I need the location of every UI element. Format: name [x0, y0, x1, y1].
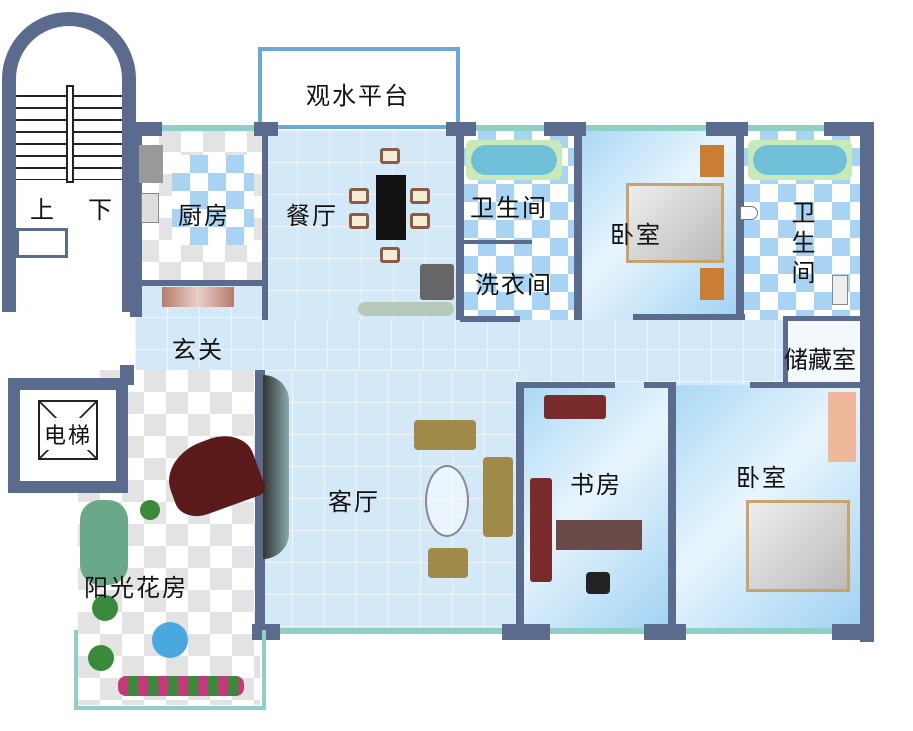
bar-counter — [358, 302, 454, 316]
nightstand — [700, 268, 724, 300]
wall — [262, 130, 268, 320]
wall — [456, 130, 464, 320]
dining-chair — [410, 188, 430, 204]
plant — [88, 645, 114, 671]
viewing-platform — [258, 47, 460, 129]
nightstand — [700, 145, 724, 177]
dining-chair — [349, 213, 369, 229]
wall — [254, 122, 278, 136]
dining-chair — [380, 247, 400, 263]
bedroom-1-label: 卧室 — [610, 221, 662, 249]
sunroom-label: 阳光花房 — [84, 574, 188, 602]
storage-label: 储藏室 — [784, 346, 856, 374]
wall — [633, 314, 745, 320]
dining-table — [376, 175, 406, 240]
window — [686, 628, 832, 634]
wall — [137, 280, 267, 286]
desk — [556, 520, 642, 550]
bedroom-2-label: 卧室 — [736, 464, 788, 492]
bathtub — [748, 140, 852, 180]
wall — [502, 624, 550, 640]
window — [748, 125, 824, 131]
foyer-label: 玄关 — [172, 336, 224, 364]
flower-bed — [118, 676, 244, 696]
bathroom-2-label: 卫生间 — [787, 200, 815, 290]
shoe-cabinet — [162, 287, 234, 307]
round-table — [152, 622, 188, 658]
dining-chair — [410, 213, 430, 229]
bed — [746, 500, 850, 592]
wall — [644, 382, 676, 388]
stove — [139, 145, 163, 183]
wall — [516, 382, 524, 640]
sofa — [483, 457, 513, 537]
living-room — [260, 370, 522, 632]
bathroom-1-label: 卫生间 — [470, 194, 548, 222]
window — [550, 628, 644, 634]
sink — [141, 193, 159, 223]
tv-cabinet — [263, 375, 289, 559]
study-label: 书房 — [570, 471, 622, 499]
study-sofa — [544, 395, 606, 419]
window — [586, 125, 706, 131]
office-chair — [586, 572, 610, 594]
wall — [783, 316, 863, 321]
storage-room — [786, 320, 860, 385]
stair-landing — [16, 228, 68, 258]
living-label: 客厅 — [328, 488, 380, 516]
kitchen-tiles — [172, 155, 254, 245]
wall — [460, 240, 532, 244]
window — [162, 125, 254, 131]
fridge — [420, 264, 454, 300]
washing-machine — [832, 275, 848, 305]
stairs-up-label: 上 — [30, 196, 56, 224]
sofa — [414, 420, 476, 450]
wall — [130, 122, 162, 136]
coffee-table — [425, 465, 469, 537]
wall — [750, 382, 862, 388]
window — [476, 125, 546, 131]
wall — [832, 624, 874, 640]
toilet — [740, 206, 758, 220]
armchair — [428, 548, 468, 578]
wall — [460, 316, 520, 322]
viewing-platform-label: 观水平台 — [306, 82, 410, 110]
rock-garden — [80, 500, 128, 585]
wall — [736, 130, 744, 320]
stair-handrail — [66, 85, 74, 183]
stairs-down-label: 下 — [88, 196, 114, 224]
dining-chair — [380, 148, 400, 164]
wall — [120, 365, 134, 385]
wall — [446, 122, 476, 136]
study-sofa — [530, 478, 552, 582]
window — [268, 628, 502, 634]
wall — [255, 370, 265, 630]
wall — [668, 382, 676, 640]
wall — [783, 316, 788, 386]
kitchen-label: 厨房 — [178, 202, 230, 230]
dining-label: 餐厅 — [286, 202, 338, 230]
dining-chair — [349, 188, 369, 204]
laundry-label: 洗衣间 — [475, 271, 553, 299]
sunroom-railing — [74, 630, 266, 710]
wall — [520, 382, 615, 388]
elevator-label: 电梯 — [44, 418, 93, 450]
wardrobe — [828, 392, 856, 462]
wall — [574, 130, 582, 320]
wall — [860, 122, 874, 642]
plant — [140, 500, 160, 520]
wall — [644, 624, 686, 640]
plant — [92, 595, 118, 621]
bed — [626, 183, 724, 263]
bathtub — [466, 140, 562, 180]
